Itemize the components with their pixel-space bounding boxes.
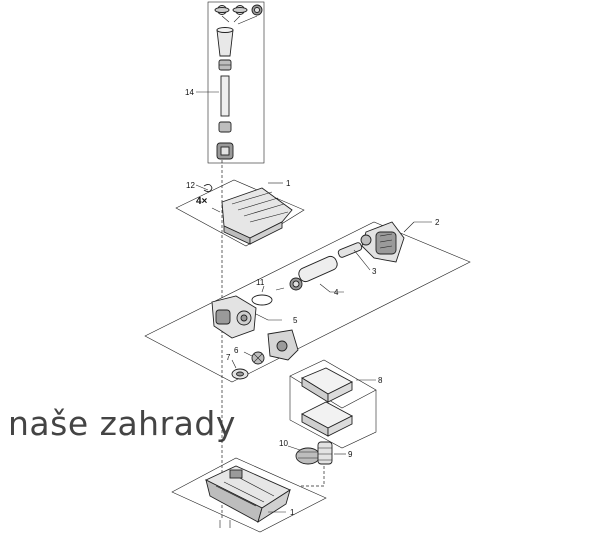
hose-adapter-group: 10 9	[279, 439, 353, 487]
callout-3: 3	[372, 267, 377, 276]
hose-adapter-10: 10	[279, 439, 321, 465]
rotor-sleeve: 4	[298, 255, 344, 297]
shaft-seal: 7	[226, 353, 249, 380]
nozzle-heads	[214, 4, 263, 25]
callout-1-bottom: 1	[290, 508, 295, 517]
group-frame-1-top	[175, 179, 305, 247]
impeller: 6	[234, 346, 265, 365]
callout-4: 4	[334, 288, 339, 297]
callout-2: 2	[435, 218, 440, 227]
group-frame-14	[207, 1, 265, 164]
hose-adapter-9: 9	[317, 441, 353, 465]
callout-11: 11	[256, 278, 265, 287]
fountain-assembly-group: 14	[185, 1, 265, 164]
pump-unit-group: 2 3 4 11	[144, 218, 471, 383]
pump-base-group: 1	[171, 457, 327, 533]
extension-pipe	[220, 75, 230, 117]
pump-cover-group: 4× 12 1	[175, 179, 305, 247]
callout-7: 7	[226, 353, 231, 362]
pipe-connector	[218, 121, 232, 133]
callout-1-top: 1	[286, 179, 291, 188]
callout-12: 12	[186, 181, 195, 190]
clip-screws	[203, 183, 213, 193]
callout-6: 6	[234, 346, 239, 355]
quantity-4x: 4×	[196, 196, 208, 207]
bell-jet	[216, 29, 234, 57]
group-frame-1-bottom	[171, 457, 327, 533]
rotor-shaft: 3	[337, 242, 377, 276]
pump-chamber: 5	[211, 295, 298, 339]
filter-foam-group: 8	[289, 359, 383, 449]
callout-5: 5	[293, 316, 298, 325]
callout-8: 8	[378, 376, 383, 385]
callout-10: 10	[279, 439, 288, 448]
callout-9: 9	[348, 450, 353, 459]
motor-housing	[360, 221, 405, 263]
o-ring	[251, 294, 273, 306]
group-frame-2	[144, 221, 471, 383]
watermark-text: naše zahrady	[8, 404, 236, 443]
callout-14: 14	[185, 88, 194, 97]
